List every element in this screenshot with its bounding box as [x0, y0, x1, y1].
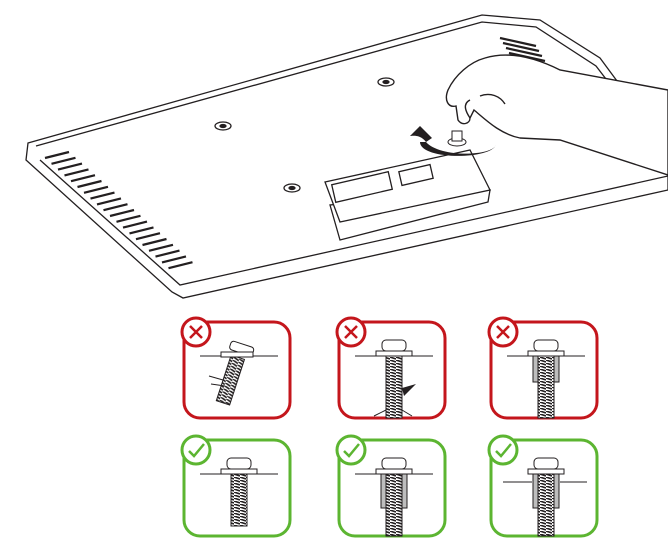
screw-icon [447, 130, 467, 147]
vent-slot [44, 150, 70, 160]
vent-slot [103, 203, 128, 212]
cross-icon [335, 316, 367, 348]
arrow-icon [402, 384, 416, 396]
screw-panel-correct [335, 434, 447, 538]
screw-panel-incorrect [180, 316, 292, 420]
vent-slot [155, 249, 180, 258]
monitor-back [25, 14, 668, 299]
screw-panel-correct [487, 434, 599, 538]
check-icon [180, 434, 212, 466]
screw-icon [503, 457, 587, 537]
check-icon [335, 434, 367, 466]
screw-panel-incorrect [335, 316, 447, 420]
vent-slot [64, 168, 89, 177]
screw-icon [200, 457, 278, 527]
rotate-arrow-icon [410, 126, 496, 156]
vent-slot [502, 41, 540, 53]
vent-slot [168, 261, 193, 270]
screw-panel-incorrect [487, 316, 599, 420]
vent-slot [161, 255, 187, 264]
vent-slot [77, 179, 102, 189]
screw-icon [355, 457, 433, 537]
vent-slot [51, 156, 76, 165]
screw-icon [200, 340, 278, 406]
vent-slot [505, 46, 543, 58]
vent-slot [499, 36, 537, 48]
vent-slot [142, 237, 167, 247]
vent-slot [83, 185, 109, 194]
screw-icon [507, 339, 585, 419]
screw-icon [355, 339, 433, 419]
cross-icon [180, 316, 212, 348]
vent-slot [96, 197, 122, 206]
check-icon [487, 434, 519, 466]
vent-slot [57, 162, 83, 171]
vent-slot [90, 191, 115, 200]
vent-slot [122, 220, 148, 229]
vent-slot [109, 208, 135, 218]
screw-holes [214, 77, 395, 193]
vent-slot [148, 243, 174, 252]
hand-icon [445, 54, 668, 176]
vent-slot [116, 214, 141, 223]
cross-icon [487, 316, 519, 348]
screw-panel-correct [180, 434, 292, 538]
vent-slot [129, 226, 154, 235]
vent-slot [135, 232, 161, 241]
vent-slot [70, 174, 96, 183]
